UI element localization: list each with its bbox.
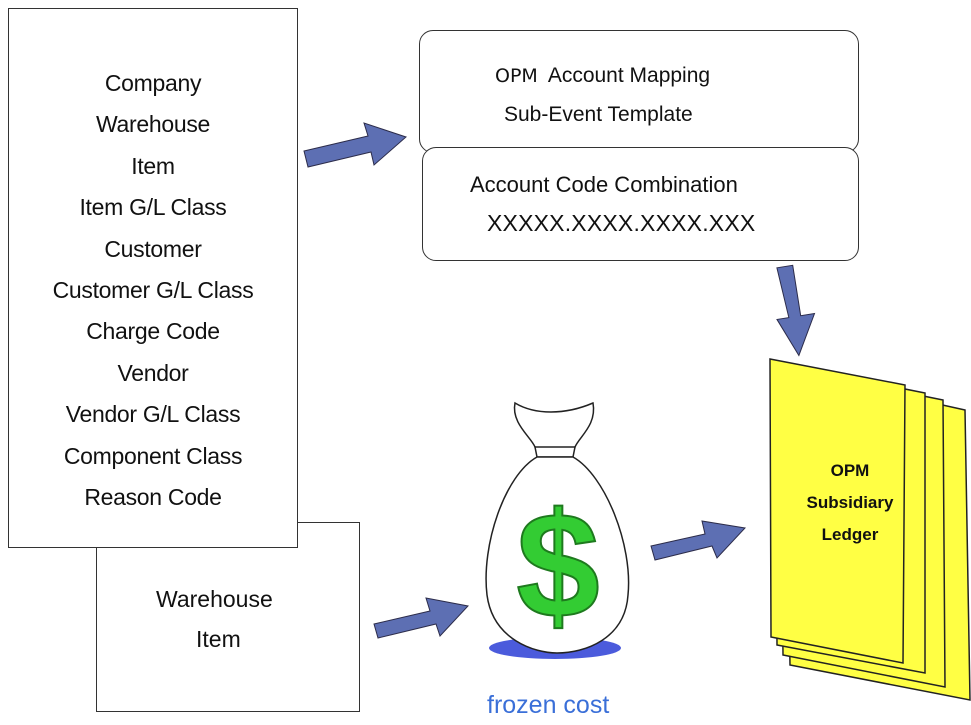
list-item: Vendor G/L Class <box>65 401 241 428</box>
money-bag-icon: $ <box>485 401 630 659</box>
list-item: Company <box>104 70 202 96</box>
ledger-line3: Ledger <box>821 525 879 544</box>
account-code-combination-box: Account Code Combination XXXXX.XXXX.XXXX… <box>422 147 859 261</box>
list-item: Warehouse <box>95 111 211 138</box>
arrow-to-bag-icon <box>373 597 469 639</box>
list-item: Item <box>131 152 175 179</box>
mapping-opm-label: OPM <box>495 65 538 87</box>
list-item: Component Class <box>63 442 243 469</box>
mapping-subtitle: Sub-Event Template <box>504 103 693 126</box>
list-item: Item <box>196 626 241 652</box>
arrow-to-ledger-icon <box>776 264 816 357</box>
ledger-line1: OPM <box>830 461 870 480</box>
list-item: Customer G/L Class <box>52 277 254 304</box>
list-item: Charge Code <box>86 318 220 345</box>
combination-pattern: XXXXX.XXXX.XXXX.XXX <box>487 210 756 236</box>
list-item: Reason Code <box>84 484 222 511</box>
ledger-line2: Subsidiary <box>806 493 894 512</box>
combination-title: Account Code Combination <box>470 172 738 197</box>
warehouse-item-list: Warehouse Item <box>97 579 359 659</box>
list-item: Item G/L Class <box>79 194 227 221</box>
frozen-cost-caption: frozen cost <box>487 691 610 719</box>
dollar-sign: $ <box>516 481 599 649</box>
list-item: Warehouse <box>156 586 273 612</box>
account-mapping-box: OPM Account Mapping Sub-Event Template <box>419 30 859 153</box>
arrow-to-mapping-icon <box>303 122 407 168</box>
mapping-title: OPM Account Mapping <box>495 64 710 88</box>
warehouse-item-box: Warehouse Item <box>96 522 360 712</box>
arrow-from-bag-icon <box>650 520 747 561</box>
ledger-book-icon <box>769 358 971 701</box>
attribute-list-box: Company Warehouse Item Item G/L Class Cu… <box>8 8 298 548</box>
mapping-title-text: Account Mapping <box>547 64 711 87</box>
attribute-list: Company Warehouse Item Item G/L Class Cu… <box>9 63 297 518</box>
ledger-label: OPM Subsidiary Ledger <box>775 455 925 551</box>
list-item: Customer <box>104 235 202 262</box>
list-item: Vendor <box>117 359 189 386</box>
